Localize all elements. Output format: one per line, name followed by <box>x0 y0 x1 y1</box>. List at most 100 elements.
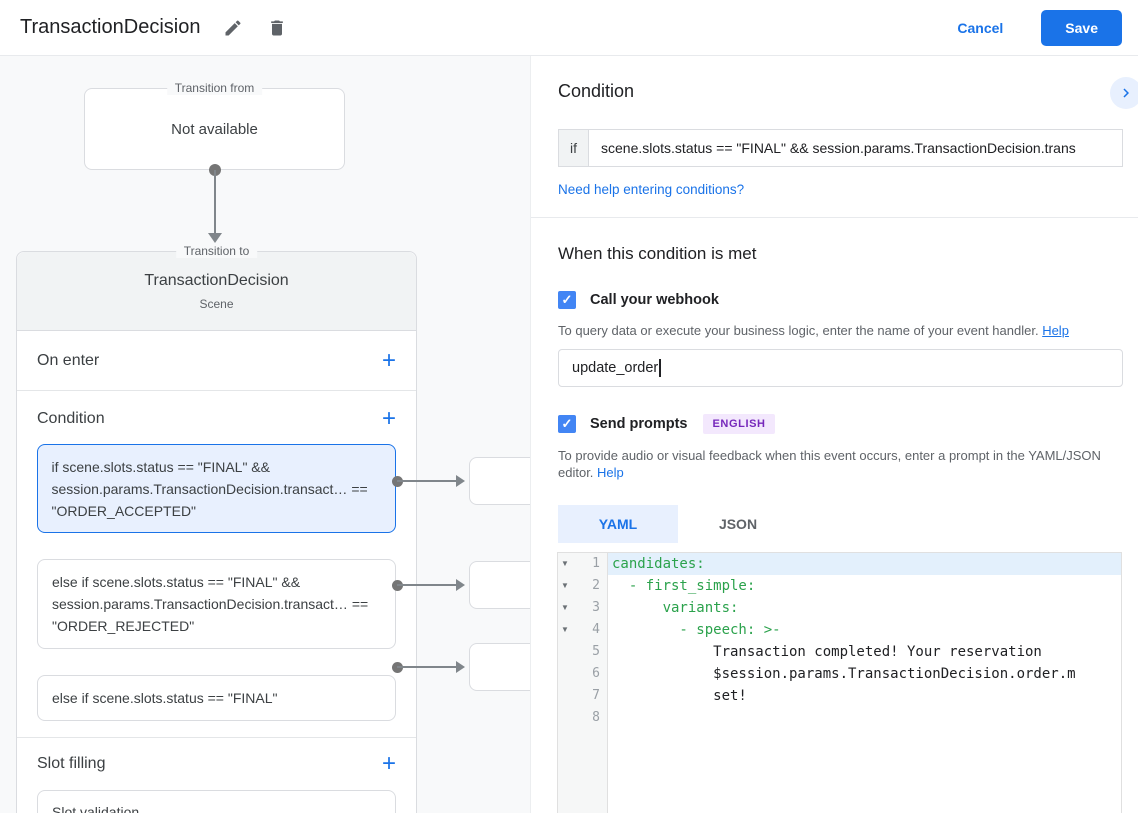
condition-list: if scene.slots.status == "FINAL" && sess… <box>17 444 416 721</box>
add-on-enter-button[interactable]: + <box>381 346 396 374</box>
scene-card-title: TransactionDecision <box>144 272 289 289</box>
editor-format-tabs: YAML JSON <box>558 505 1123 543</box>
code-line[interactable]: Transaction completed! Your reservation <box>608 641 1121 663</box>
webhook-description-text: To query data or execute your business l… <box>558 323 1043 338</box>
add-condition-button[interactable]: + <box>381 405 396 432</box>
code-line[interactable]: - first_simple: <box>608 575 1121 597</box>
condition-expression-input[interactable]: scene.slots.status == "FINAL" && session… <box>588 129 1123 167</box>
transition-target-box[interactable] <box>469 457 530 505</box>
language-badge: ENGLISH <box>703 414 775 434</box>
text-cursor <box>659 359 661 377</box>
code-token: set! <box>612 688 747 704</box>
transition-from-legend: Transition from <box>166 81 263 95</box>
condition-expression-row: if scene.slots.status == "FINAL" && sess… <box>558 129 1123 167</box>
webhook-checkbox[interactable]: ✓ <box>558 291 576 309</box>
slot-list: Slot validation <box>17 790 416 813</box>
fold-toggle-icon[interactable]: ▼ <box>561 603 569 612</box>
condition-editor-panel: Condition if scene.slots.status == "FINA… <box>530 56 1138 813</box>
chevron-right-icon <box>1117 84 1135 102</box>
code-token: $session.params.TransactionDecision.orde… <box>612 666 1076 682</box>
panel-divider <box>531 217 1138 218</box>
webhook-label: Call your webhook <box>590 292 719 308</box>
webhook-name-input[interactable]: update_order <box>558 349 1123 387</box>
code-line[interactable] <box>608 707 1121 729</box>
prompts-label: Send prompts <box>590 416 688 432</box>
line-number: 5 <box>592 644 600 659</box>
connector-line <box>397 666 457 668</box>
webhook-checkbox-row: ✓ Call your webhook <box>558 291 1123 309</box>
page-title: TransactionDecision <box>20 16 201 38</box>
line-number: 7 <box>592 688 600 703</box>
if-prefix: if <box>558 129 588 167</box>
connector-line <box>397 584 457 586</box>
tab-yaml[interactable]: YAML <box>558 505 678 543</box>
transition-to-card: Transition to TransactionDecision Scene … <box>16 244 417 813</box>
edit-icon[interactable] <box>222 17 244 39</box>
code-token: - speech: >- <box>612 622 781 638</box>
line-number: 1 <box>592 556 600 571</box>
scene-card-header: TransactionDecision Scene <box>17 252 416 331</box>
connector-arrowhead <box>208 233 222 243</box>
line-number: 6 <box>592 666 600 681</box>
on-enter-label: On enter <box>37 351 100 369</box>
transition-target-box[interactable] <box>469 561 530 609</box>
connector-arrowhead <box>456 661 465 673</box>
editor-gutter-row: ▼2 <box>558 575 607 597</box>
transition-target-box[interactable] <box>469 643 530 691</box>
collapse-panel-button[interactable] <box>1110 77 1138 109</box>
editor-gutter-row: 5 <box>558 641 607 663</box>
tab-json[interactable]: JSON <box>718 516 758 532</box>
code-line[interactable]: set! <box>608 685 1121 707</box>
prompts-checkbox-row: ✓ Send prompts ENGLISH <box>558 414 1123 434</box>
prompts-checkbox[interactable]: ✓ <box>558 415 576 433</box>
scene-card-subtitle: Scene <box>199 297 234 311</box>
transition-to-legend: Transition to <box>175 244 258 258</box>
condition-help-link[interactable]: Need help entering conditions? <box>558 182 745 197</box>
condition-item[interactable]: if scene.slots.status == "FINAL" && sess… <box>37 444 396 533</box>
code-token: candidates: <box>612 556 705 572</box>
prompts-description: To provide audio or visual feedback when… <box>558 447 1123 481</box>
line-number: 2 <box>592 578 600 593</box>
editor-gutter-row: ▼1 <box>558 553 607 575</box>
transition-from-box[interactable]: Transition from Not available <box>84 81 345 170</box>
editor-gutter-row: 6 <box>558 663 607 685</box>
prompts-description-text: To provide audio or visual feedback when… <box>558 448 1101 480</box>
transition-from-value: Not available <box>171 120 258 138</box>
connector-arrowhead <box>456 579 465 591</box>
trash-icon[interactable] <box>266 17 288 39</box>
slot-filling-label: Slot filling <box>37 755 106 772</box>
slot-item[interactable]: Slot validation <box>37 790 396 813</box>
line-number: 4 <box>592 622 600 637</box>
panel-title: Condition <box>558 81 635 101</box>
code-line[interactable]: candidates: <box>608 553 1121 575</box>
condition-item[interactable]: else if scene.slots.status == "FINAL" &&… <box>37 559 396 649</box>
save-button[interactable]: Save <box>1041 9 1122 46</box>
code-line[interactable]: variants: <box>608 597 1121 619</box>
webhook-description: To query data or execute your business l… <box>558 322 1123 339</box>
on-enter-section: On enter + <box>17 331 416 391</box>
connector-arrowhead <box>456 475 465 487</box>
editor-gutter-row: 8 <box>558 707 607 729</box>
fold-toggle-icon[interactable]: ▼ <box>561 581 569 590</box>
add-slot-button[interactable]: + <box>381 750 396 777</box>
editor-code-area[interactable]: candidates: - first_simple: variants: - … <box>608 553 1121 813</box>
editor-gutter-row: 7 <box>558 685 607 707</box>
slot-filling-section: Slot filling + <box>17 738 416 790</box>
condition-section-label: Condition <box>37 410 105 427</box>
prompts-help-link[interactable]: Help <box>597 465 624 480</box>
condition-expression-value: scene.slots.status == "FINAL" && session… <box>601 140 1076 156</box>
cancel-button[interactable]: Cancel <box>957 19 1004 36</box>
fold-toggle-icon[interactable]: ▼ <box>561 559 569 568</box>
line-number: 8 <box>592 710 600 725</box>
code-token: variants: <box>612 600 739 616</box>
condition-section-header: Condition + <box>17 394 416 444</box>
webhook-help-link[interactable]: Help <box>1042 323 1069 338</box>
code-line[interactable]: $session.params.TransactionDecision.orde… <box>608 663 1121 685</box>
code-token: Transaction completed! Your reservation <box>612 644 1042 660</box>
code-token: - first_simple: <box>612 578 756 594</box>
fold-toggle-icon[interactable]: ▼ <box>561 625 569 634</box>
condition-item[interactable]: else if scene.slots.status == "FINAL" <box>37 675 396 721</box>
code-line[interactable]: - speech: >- <box>608 619 1121 641</box>
